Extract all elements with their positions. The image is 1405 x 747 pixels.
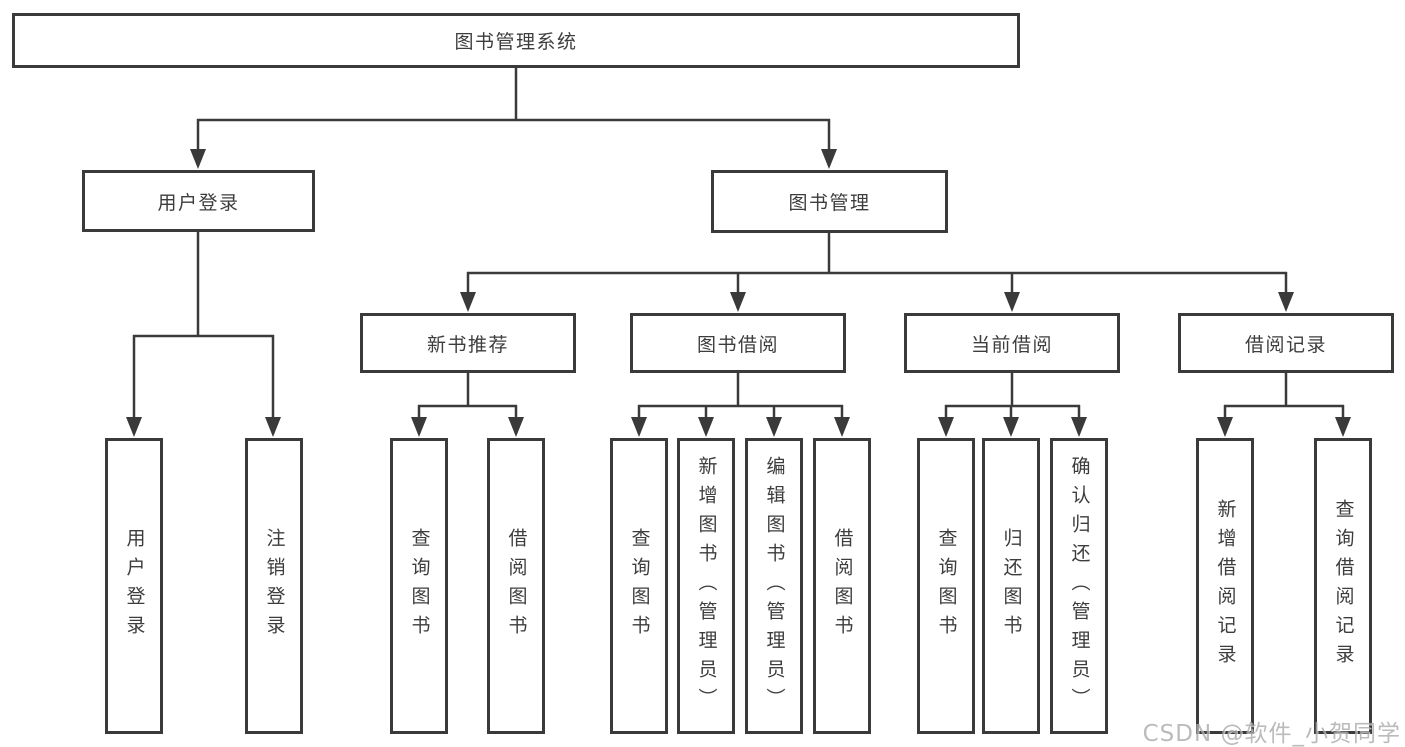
node-new-book-recommend-label: 新书推荐: [426, 333, 509, 356]
leaf-logout: 注销登录: [245, 438, 303, 734]
node-new-book-recommend: 新书推荐: [360, 313, 576, 373]
leaf-confirm-return-admin: 确认归还（管理员）: [1050, 438, 1108, 734]
leaf-query-books-borrow: 查询图书: [610, 438, 668, 734]
csdn-watermark: CSDN @软件_小贺同学: [1142, 721, 1401, 747]
connector-user-login-children: [126, 232, 281, 437]
leaf-add-book-admin: 新增图书（管理员）: [677, 438, 735, 734]
leaf-logout-label: 注销登录: [263, 528, 286, 644]
leaf-confirm-return-admin-label: 确认归还（管理员）: [1068, 455, 1091, 717]
leaf-borrow-books-recommend: 借阅图书: [487, 438, 545, 734]
leaf-query-borrow-record-label: 查询借阅记录: [1332, 499, 1355, 673]
leaf-borrow-books-borrow: 借阅图书: [813, 438, 871, 734]
leaf-query-books-recommend-label: 查询图书: [408, 528, 431, 644]
node-user-login-label: 用户登录: [157, 191, 240, 214]
leaf-query-books-current: 查询图书: [917, 438, 975, 734]
connector-book-borrow-children: [631, 373, 850, 437]
node-book-borrow-label: 图书借阅: [696, 333, 779, 356]
leaf-return-book-label: 归还图书: [1000, 528, 1023, 644]
node-current-borrow-label: 当前借阅: [970, 333, 1053, 356]
leaf-add-book-admin-label: 新增图书（管理员）: [695, 455, 718, 717]
node-book-management: 图书管理: [711, 170, 948, 233]
node-book-management-label: 图书管理: [788, 192, 871, 214]
leaf-query-books-recommend: 查询图书: [390, 438, 448, 734]
leaf-edit-book-admin-label: 编辑图书（管理员）: [763, 455, 786, 717]
leaf-user-login-label: 用户登录: [123, 528, 146, 644]
leaf-query-borrow-record: 查询借阅记录: [1314, 438, 1372, 734]
leaf-edit-book-admin: 编辑图书（管理员）: [745, 438, 803, 734]
connector-book-management-children: [460, 233, 1294, 312]
leaf-add-borrow-record: 新增借阅记录: [1196, 438, 1254, 734]
node-root-label: 图书管理系统: [454, 31, 578, 53]
connector-new-book-recommend-children: [411, 373, 524, 437]
leaf-query-books-borrow-label: 查询图书: [628, 528, 651, 644]
node-borrow-records: 借阅记录: [1178, 313, 1394, 373]
node-root: 图书管理系统: [12, 13, 1020, 68]
connector-current-borrow-children: [938, 373, 1087, 437]
node-borrow-records-label: 借阅记录: [1244, 333, 1327, 356]
leaf-return-book: 归还图书: [982, 438, 1040, 734]
node-book-borrow: 图书借阅: [630, 313, 846, 373]
leaf-user-login: 用户登录: [105, 438, 163, 734]
connector-root-to-level2: [190, 68, 837, 169]
node-user-login: 用户登录: [82, 170, 315, 232]
leaf-borrow-books-recommend-label: 借阅图书: [505, 528, 528, 644]
leaf-add-borrow-record-label: 新增借阅记录: [1214, 499, 1237, 673]
leaf-borrow-books-borrow-label: 借阅图书: [831, 528, 854, 644]
leaf-query-books-current-label: 查询图书: [935, 528, 958, 644]
node-current-borrow: 当前借阅: [904, 313, 1120, 373]
connector-borrow-records-children: [1217, 373, 1351, 437]
